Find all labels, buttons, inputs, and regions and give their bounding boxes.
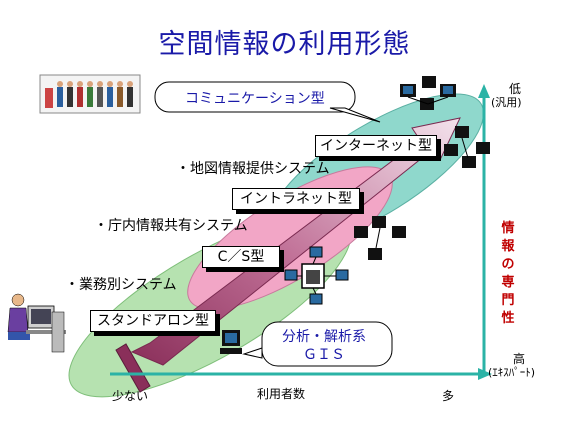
info-specialty-vertical-label: 情 報 の 専 門 性 <box>500 220 516 328</box>
y-axis-top-sublabel: (汎用) <box>491 96 522 109</box>
vertical-char: 門 <box>501 293 515 308</box>
y-axis-top-label: 低 <box>509 82 522 96</box>
cs-type-box: C／S型 <box>202 246 280 268</box>
x-axis-right-label: 多 <box>442 389 455 403</box>
vertical-char: の <box>501 257 515 272</box>
agency-share-system-label: ・庁内情報共有システム <box>94 218 248 234</box>
vertical-char: 報 <box>501 239 515 254</box>
standalone-type-box: スタンドアロン型 <box>90 310 216 332</box>
communication-callout <box>154 81 381 123</box>
x-axis-arrow <box>110 368 492 380</box>
y-axis-bottom-label: 高 <box>513 352 526 366</box>
x-axis-left-label: 少ない <box>112 389 149 403</box>
network-node-middle <box>354 216 406 260</box>
network-node-right <box>444 126 490 168</box>
analysis-label-line2: ＧＩＳ <box>303 347 345 363</box>
page-title: 空間情報の利用形態 <box>158 29 411 60</box>
growth-arrow <box>130 117 461 366</box>
communication-type-label: コミュニケーション型 <box>185 91 325 107</box>
business-system-label: ・業務別システム <box>65 277 177 293</box>
analysis-workstation <box>220 330 242 354</box>
client-server-node <box>284 246 349 305</box>
analysis-label-line1: 分析・解析系 <box>282 329 366 345</box>
analysis-callout <box>242 321 393 367</box>
worker-at-computer-image <box>7 293 66 353</box>
internet-type-box: インターネット型 <box>315 135 437 157</box>
intranet-type-box: イントラネット型 <box>232 188 360 210</box>
people-group-image <box>39 74 141 114</box>
y-axis-bottom-sublabel: (ｴｷｽﾊﾟｰﾄ) <box>488 366 536 379</box>
standalone-marker <box>115 343 151 393</box>
vertical-char: 専 <box>501 275 515 290</box>
vertical-char: 性 <box>501 311 515 326</box>
x-axis-title: 利用者数 <box>257 387 306 401</box>
network-node-top-right <box>400 76 456 110</box>
vertical-char: 情 <box>501 221 515 236</box>
map-info-system-label: ・地図情報提供システム <box>176 161 330 177</box>
